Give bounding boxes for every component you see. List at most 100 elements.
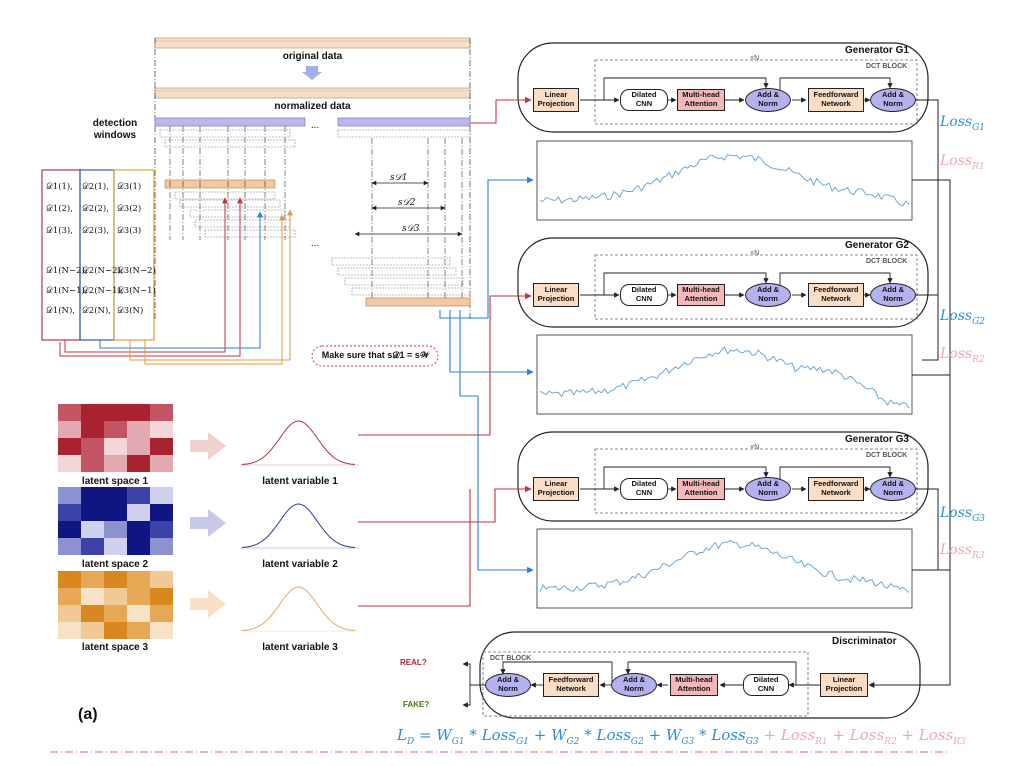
stride-s2-label: s𝒟2 — [398, 198, 416, 208]
dilated-cnn-block: Dilated CNN — [620, 478, 668, 500]
heatmap-cell — [104, 504, 127, 521]
heatmap-cell — [81, 538, 104, 555]
window-entry: 𝒟1(3), — [46, 226, 73, 236]
sliding-windows-right — [331, 129, 471, 307]
heatmap-cell — [127, 487, 150, 504]
window-color-connectors — [59, 197, 293, 365]
gaussian-curve — [241, 503, 356, 548]
heatmap-cell — [150, 622, 173, 639]
linear-projection-block: Linear Projection — [533, 88, 579, 112]
heatmap-cell — [150, 487, 173, 504]
normalized-data-label: normalized data — [274, 101, 351, 112]
discriminator-title: Discriminator — [832, 636, 897, 647]
window-entry: 𝒟2(1), — [82, 182, 109, 192]
dct-block-label: DCT BLOCK — [866, 258, 908, 265]
heatmap-cell — [58, 455, 81, 472]
loss-text: Loss — [780, 726, 816, 744]
formula-term-5: + LossR2 — [832, 726, 897, 747]
heatmap-cell — [104, 588, 127, 605]
heatmap-cell — [150, 404, 173, 421]
dilated-cnn-block: Dilated CNN — [620, 284, 668, 306]
discriminator-internal-arrows — [462, 661, 820, 708]
heatmap-cell — [104, 538, 127, 555]
heatmap-cell — [81, 455, 104, 472]
weight-sub: G3 — [681, 737, 695, 747]
heatmap-cell — [81, 421, 104, 438]
add-norm-block: Add & Norm — [611, 673, 657, 697]
loss-sub: R1 — [815, 737, 828, 747]
heatmap-cell — [58, 421, 81, 438]
heatmap-cell — [127, 455, 150, 472]
loss-text: Loss — [940, 346, 973, 362]
dct-block-label: DCT BLOCK — [866, 63, 908, 70]
window-entry: 𝒟3(2) — [117, 204, 142, 214]
loss-text: Loss — [940, 308, 973, 324]
panel-label: (a) — [78, 706, 98, 723]
real-label: REAL? — [400, 658, 427, 667]
dct-block-label: DCT BLOCK — [866, 452, 908, 459]
linear-projection-block: Linear Projection — [533, 477, 579, 501]
heatmap-cell — [58, 404, 81, 421]
heatmap-cell — [81, 504, 104, 521]
latent-gaussians — [240, 420, 358, 632]
formula-lhs-text: L — [397, 726, 407, 744]
window-entry: 𝒟3(3) — [117, 226, 142, 236]
window-entry: 𝒟2(2), — [82, 204, 109, 214]
loss-text: Loss — [918, 726, 954, 744]
gaussian-curve — [241, 420, 356, 465]
heatmap-cell — [127, 622, 150, 639]
generator-internal-arrows — [580, 77, 893, 492]
heatmap-cell — [127, 521, 150, 538]
heatmap-cell — [104, 571, 127, 588]
heatmap-cell — [104, 622, 127, 639]
window-entry: 𝒟2(N−2), — [82, 266, 124, 276]
latent-space-3-label: latent space 3 — [81, 642, 149, 653]
heatmap-cell — [104, 605, 127, 622]
linear-projection-block: Linear Projection — [533, 283, 579, 307]
window-entry: 𝒟1(1), — [46, 182, 73, 192]
latent-space-1-label: latent space 1 — [81, 476, 149, 487]
latent-heatmap-3 — [58, 571, 173, 639]
multi-head-attention-block: Multi-head Attention — [670, 674, 718, 696]
heatmap-cell — [58, 588, 81, 605]
latent-variable-3-label: latent variable 3 — [262, 642, 338, 653]
loss-text: Loss — [596, 726, 631, 744]
heatmap-cell — [127, 421, 150, 438]
heatmap-cell — [81, 438, 104, 455]
loss-g1: LossG1 — [940, 114, 985, 133]
feedforward-network-block: Feedforward Network — [808, 88, 864, 112]
loss-sub: G1 — [516, 737, 529, 747]
weight: W — [551, 726, 567, 744]
window-entry: 𝒟2(N−1), — [82, 286, 124, 296]
window-entry: 𝒟1(N−1), — [46, 286, 88, 296]
stride-note: Make sure that s𝒟1 = s𝒲 — [321, 350, 430, 360]
heatmap-cell — [127, 504, 150, 521]
loss-text: Loss — [849, 726, 885, 744]
window-entry: 𝒟1(N−2), — [46, 266, 88, 276]
add-norm-block: Add & Norm — [870, 477, 916, 501]
add-norm-block: Add & Norm — [745, 477, 791, 501]
heatmap-cell — [58, 538, 81, 555]
generator-1-title: Generator G1 — [845, 45, 909, 56]
heatmap-cell — [150, 455, 173, 472]
latent-heatmap-1 — [58, 404, 173, 472]
latent-space-2-label: latent space 2 — [81, 559, 149, 570]
multi-head-attention-block: Multi-head Attention — [677, 284, 725, 306]
latent-arrows — [190, 432, 226, 618]
feedforward-network-block: Feedforward Network — [543, 673, 599, 697]
feedforward-network-block: Feedforward Network — [808, 477, 864, 501]
heatmap-cell — [58, 438, 81, 455]
heatmap-cell — [81, 571, 104, 588]
formula-term-4: + LossR1 — [763, 726, 828, 747]
heatmap-cell — [104, 421, 127, 438]
ellipsis-top: ... — [310, 120, 320, 131]
discriminator-loss-formula: LD = WG1 * LossG1 + WG2 * LossG2 + WG3 *… — [397, 726, 966, 747]
formula-lhs-sub: D — [406, 737, 415, 747]
heatmap-cell — [58, 605, 81, 622]
loss-routing — [868, 99, 951, 688]
window-entry: 𝒟3(N) — [117, 306, 144, 316]
stride-s3-label: s𝒟3 — [402, 224, 420, 234]
window-dashed-lines — [169, 126, 286, 240]
heatmap-cell — [150, 588, 173, 605]
weight-sub: G2 — [566, 737, 580, 747]
